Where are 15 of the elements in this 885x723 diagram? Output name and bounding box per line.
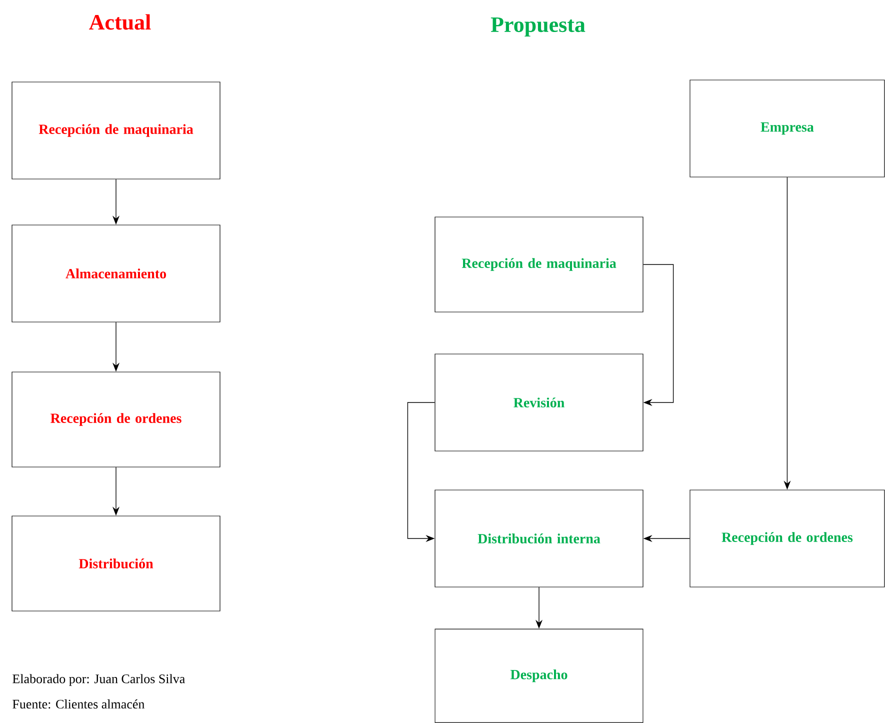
process-box: Recepción de maquinaria bbox=[12, 82, 220, 180]
note-text: Fuente: Clientes almacén bbox=[12, 699, 145, 709]
process-box: Revisión bbox=[434, 354, 644, 452]
process-box: Recepción de maquinaria bbox=[434, 216, 644, 312]
process-box: Almacenamiento bbox=[12, 224, 220, 322]
note-text: Elaborado por: Juan Carlos Silva bbox=[12, 674, 185, 686]
heading: Propuesta bbox=[490, 17, 586, 37]
process-box: Empresa bbox=[690, 80, 885, 178]
process-box: Distribución interna bbox=[434, 490, 644, 588]
process-box: Distribución bbox=[12, 516, 220, 612]
arrow bbox=[642, 264, 674, 406]
process-box: Recepción de ordenes bbox=[690, 490, 885, 588]
process-box: Despacho bbox=[434, 628, 644, 723]
heading: Actual bbox=[89, 14, 151, 30]
process-box: Recepción de ordenes bbox=[12, 372, 220, 468]
